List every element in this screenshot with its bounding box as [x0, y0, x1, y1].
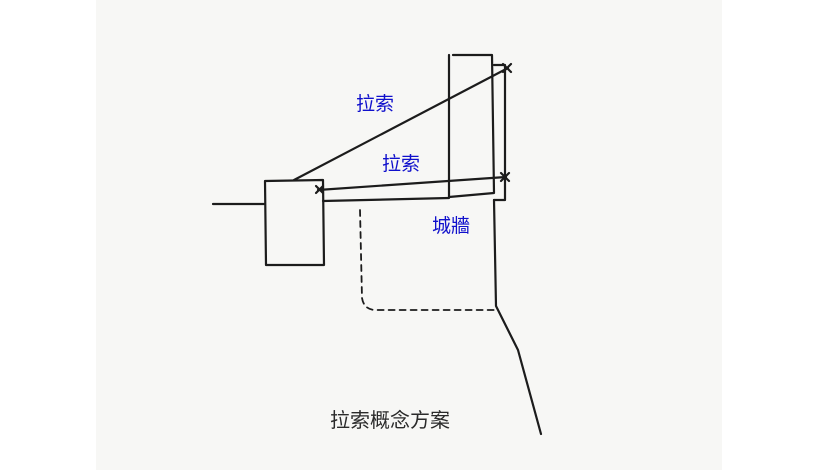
lower-cable-label: 拉索 — [382, 153, 420, 175]
anchor-block — [263, 178, 326, 267]
diagram-caption: 拉索概念方案 — [330, 408, 450, 432]
upper-cable — [292, 66, 510, 182]
wall-strip — [492, 63, 507, 202]
paper-background — [96, 0, 722, 470]
cable-tick-right — [499, 171, 511, 183]
wall-profile-line — [492, 198, 543, 436]
wall-column — [447, 53, 496, 199]
cable-tick-top — [501, 62, 513, 74]
cable-tick-left — [314, 184, 325, 195]
upper-cable-label: 拉索 — [356, 93, 394, 115]
dashed-outline — [359, 209, 497, 311]
bracket-beam — [321, 196, 451, 203]
city-wall-label: 城牆 — [432, 215, 470, 237]
lower-cable — [316, 175, 508, 192]
